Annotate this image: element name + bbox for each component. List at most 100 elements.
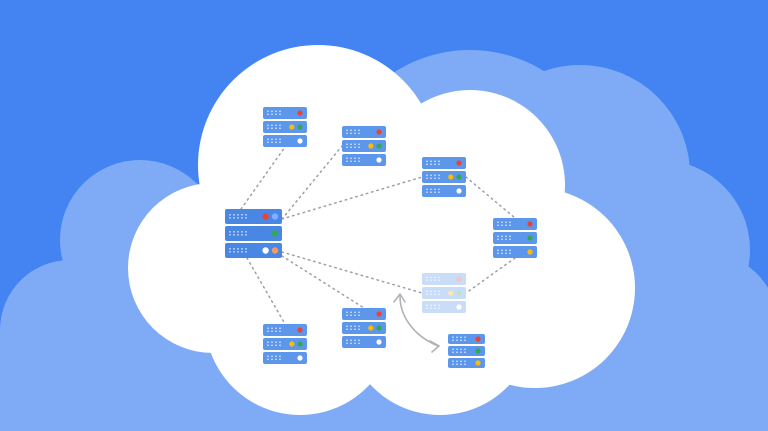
server-unit xyxy=(225,243,282,258)
status-led-icon xyxy=(376,325,382,331)
server-rack-icon xyxy=(263,121,307,133)
server-rack-icon xyxy=(493,232,537,244)
connection-line-main-to-bottom-left xyxy=(246,257,286,325)
status-led-icon xyxy=(475,348,481,354)
status-led-icon xyxy=(527,249,533,255)
curved-arrow-icon xyxy=(399,295,439,347)
status-led-icon xyxy=(368,143,374,149)
server-unit xyxy=(422,301,466,313)
server-rack-icon xyxy=(342,126,386,138)
server-bottom-left xyxy=(263,324,307,364)
server-migrated xyxy=(448,334,485,368)
server-unit xyxy=(263,121,307,133)
server-unit xyxy=(422,157,466,169)
server-unit xyxy=(263,352,307,364)
server-unit xyxy=(225,226,282,241)
server-unit xyxy=(342,322,386,334)
server-bottom-middle xyxy=(342,308,386,348)
connections xyxy=(240,145,516,325)
server-rack-icon xyxy=(342,322,386,334)
status-led-icon xyxy=(262,247,269,254)
status-led-icon xyxy=(262,213,269,220)
server-unit xyxy=(342,140,386,152)
status-led-icon xyxy=(448,174,454,180)
server-rack-icon xyxy=(342,336,386,348)
connection-line-far-right-to-faded xyxy=(465,257,516,294)
server-upper-right xyxy=(422,157,466,197)
server-unit xyxy=(342,308,386,320)
server-unit xyxy=(263,107,307,119)
server-rack-icon xyxy=(493,218,537,230)
server-rack-icon xyxy=(342,154,386,166)
status-led-icon xyxy=(297,124,303,130)
status-led-icon xyxy=(271,213,279,220)
connection-line-main-to-top-middle xyxy=(281,145,343,220)
servers xyxy=(225,107,537,368)
status-led-icon xyxy=(376,339,382,345)
server-rack-icon xyxy=(263,324,307,336)
status-led-icon xyxy=(456,276,462,282)
server-unit xyxy=(342,126,386,138)
server-rack-icon xyxy=(422,273,466,285)
server-rack-icon xyxy=(448,346,485,356)
status-led-icon xyxy=(271,230,279,237)
server-rack-icon xyxy=(263,135,307,147)
status-led-icon xyxy=(376,311,382,317)
arrow-head-icon xyxy=(393,293,406,303)
status-led-icon xyxy=(297,355,303,361)
server-unit xyxy=(493,246,537,258)
connection-line-main-to-faded xyxy=(281,251,423,294)
server-unit xyxy=(422,185,466,197)
server-rack-icon xyxy=(422,287,466,299)
server-rack-icon xyxy=(263,107,307,119)
status-led-icon xyxy=(368,325,374,331)
connection-line-upper-right-to-far-right xyxy=(465,176,516,219)
server-far-right xyxy=(493,218,537,258)
migration-arrow xyxy=(393,293,440,353)
server-unit xyxy=(422,287,466,299)
server-unit xyxy=(422,273,466,285)
status-led-icon xyxy=(376,157,382,163)
server-rack-icon xyxy=(448,358,485,368)
server-rack-icon xyxy=(448,334,485,344)
server-main xyxy=(225,209,282,258)
status-led-icon xyxy=(475,360,481,366)
server-rack-icon xyxy=(493,246,537,258)
status-led-icon xyxy=(289,124,295,130)
server-rack-icon xyxy=(263,352,307,364)
status-led-icon xyxy=(376,143,382,149)
connection-line-main-to-upper-right xyxy=(281,176,423,220)
status-led-icon xyxy=(297,341,303,347)
server-top-left xyxy=(263,107,307,147)
server-unit xyxy=(448,346,485,356)
server-unit xyxy=(263,338,307,350)
arrow-head-icon xyxy=(429,340,440,353)
status-led-icon xyxy=(527,221,533,227)
status-led-icon xyxy=(527,235,533,241)
server-unit xyxy=(493,232,537,244)
server-rack-icon xyxy=(225,243,282,258)
server-unit xyxy=(263,324,307,336)
server-rack-icon xyxy=(422,157,466,169)
status-led-icon xyxy=(456,174,462,180)
status-led-icon xyxy=(297,138,303,144)
status-led-icon xyxy=(289,341,295,347)
status-led-icon xyxy=(376,129,382,135)
server-rack-icon xyxy=(422,301,466,313)
status-led-icon xyxy=(456,290,462,296)
status-led-icon xyxy=(297,110,303,116)
status-led-icon xyxy=(456,160,462,166)
connection-line-main-to-bottom-middle xyxy=(281,255,365,309)
server-unit xyxy=(493,218,537,230)
server-faded xyxy=(422,273,466,313)
server-rack-icon xyxy=(225,209,282,224)
server-unit xyxy=(448,334,485,344)
status-led-icon xyxy=(297,327,303,333)
server-unit xyxy=(342,336,386,348)
server-unit xyxy=(263,135,307,147)
server-rack-icon xyxy=(263,338,307,350)
status-led-icon xyxy=(456,304,462,310)
server-unit xyxy=(422,171,466,183)
connection-line-main-to-top-left xyxy=(240,146,286,210)
server-rack-icon xyxy=(422,185,466,197)
